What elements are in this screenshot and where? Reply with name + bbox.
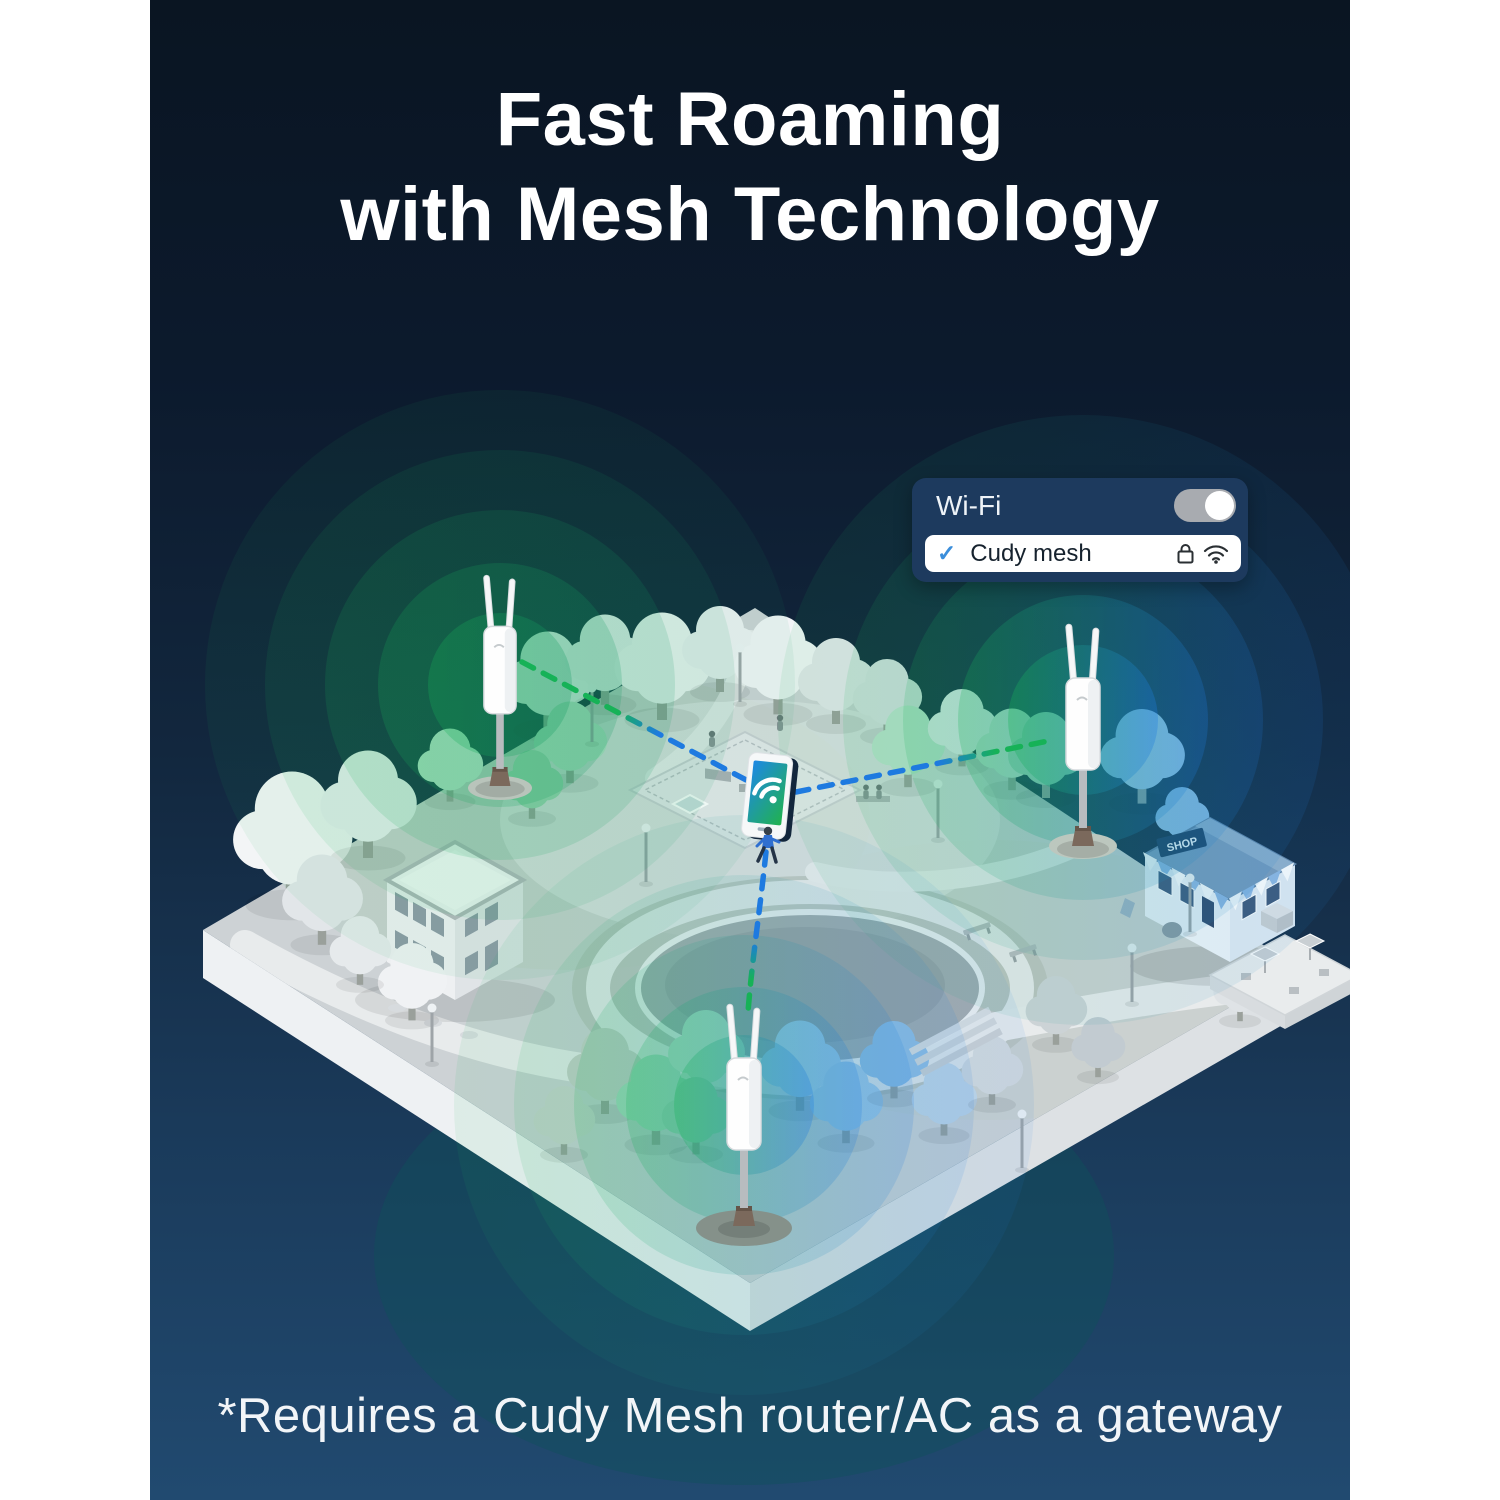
footer-note: *Requires a Cudy Mesh router/AC as a gat…: [217, 1389, 1283, 1443]
runner: [755, 826, 781, 864]
network-name: Cudy mesh: [970, 539, 1092, 567]
title-line-1: Fast Roaming: [495, 77, 1005, 162]
connection-left-to-phone: [519, 659, 753, 785]
wifi-strength-icon: [1203, 544, 1229, 564]
smartphone: [741, 752, 799, 842]
connection-phone-to-bottom: [745, 849, 769, 1015]
wifi-icon-phone: [752, 777, 782, 804]
marketing-panel: SHOP: [150, 0, 1350, 1500]
network-row[interactable]: ✓ Cudy mesh: [925, 535, 1241, 572]
wifi-toggle[interactable]: [1174, 489, 1236, 522]
wifi-settings-card: Wi-Fi ✓ Cudy mesh: [912, 478, 1248, 582]
title-line-2: with Mesh Technology: [340, 172, 1160, 257]
check-icon: ✓: [937, 540, 957, 566]
mesh-park-illustration: SHOP: [203, 390, 1350, 1485]
connection-phone-to-right: [793, 737, 1056, 795]
wifi-toggle-knob: [1205, 491, 1234, 520]
shop-terrace: [1208, 903, 1350, 1029]
wifi-label: Wi-Fi: [936, 490, 1002, 521]
page-title: Fast Roaming with Mesh Technology: [150, 72, 1350, 262]
mesh-connection-lines: [519, 659, 1056, 1015]
lock-icon: [1177, 544, 1194, 564]
